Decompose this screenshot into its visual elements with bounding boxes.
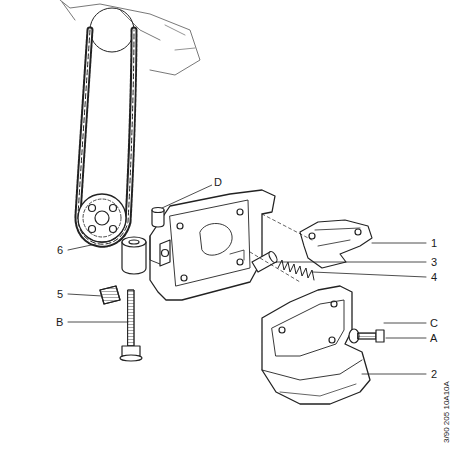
callout-number: 2 (429, 368, 439, 381)
callout-number: 6 (55, 244, 65, 257)
callout-letter: C (428, 317, 440, 330)
callout-letter: A (428, 332, 439, 345)
callout-number: 4 (429, 271, 439, 284)
callout-number: 3 (429, 256, 439, 269)
drawing-reference: 3/90 205 10A10A (442, 379, 452, 445)
callout-number: 5 (55, 288, 65, 301)
callout-number: 1 (429, 237, 439, 250)
callout-letter: B (54, 316, 65, 329)
callout-letter: D (212, 176, 224, 189)
